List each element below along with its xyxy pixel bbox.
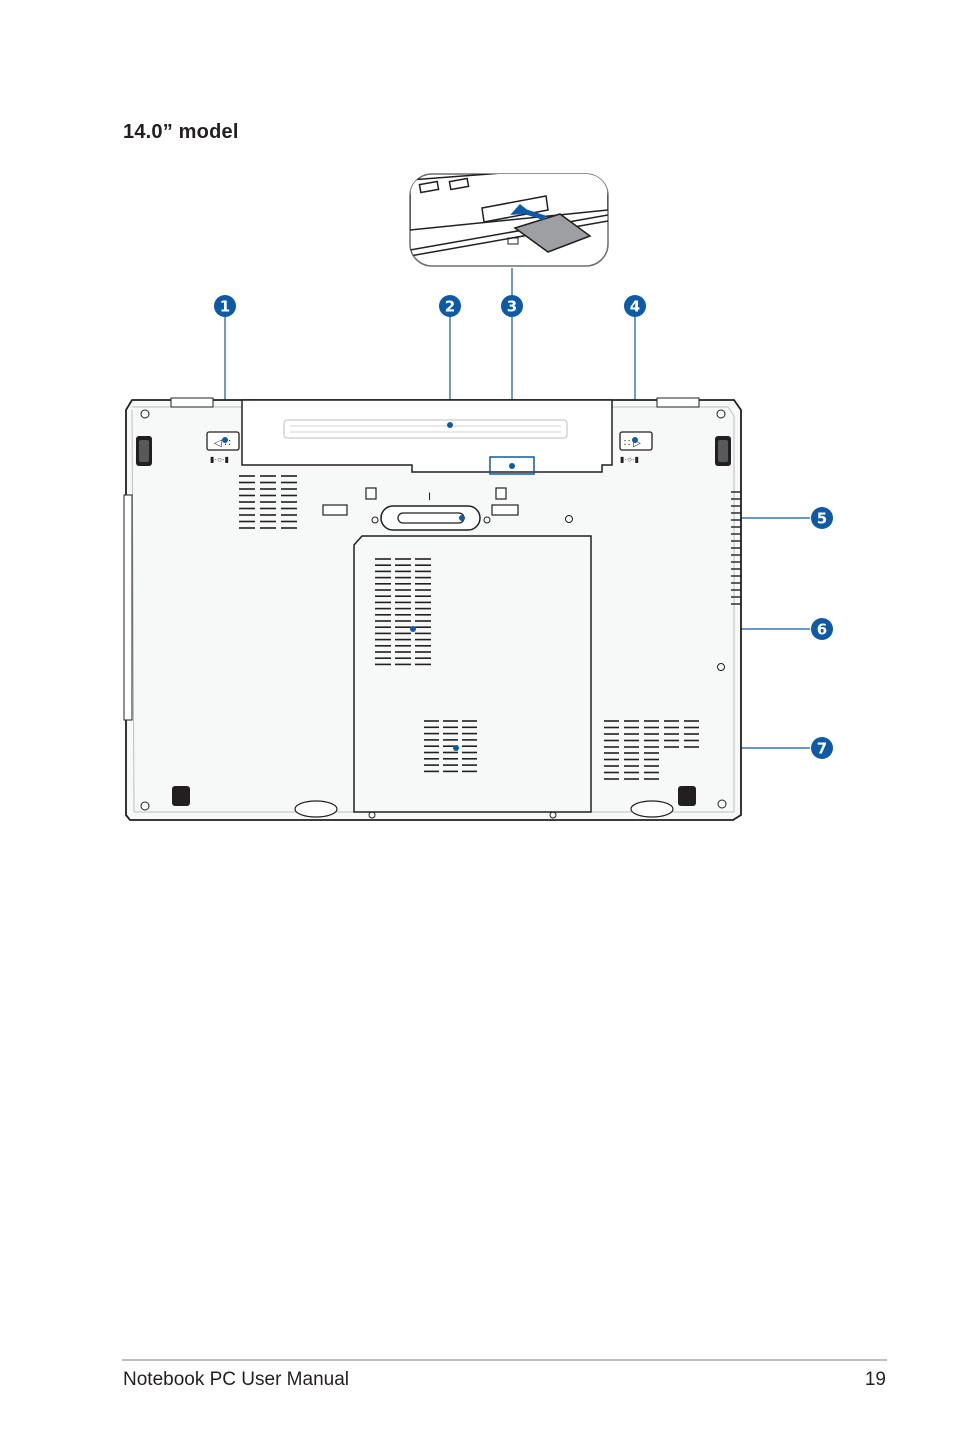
callout-7: 7 bbox=[453, 737, 833, 759]
section-title: 14.0” model bbox=[123, 121, 239, 143]
callout-4: 4 bbox=[624, 295, 646, 443]
callout-anchor-dot bbox=[509, 463, 515, 469]
callout-1: 1 bbox=[214, 295, 236, 443]
svg-text:I: I bbox=[428, 491, 431, 503]
footer-manual-title: Notebook PC User Manual bbox=[123, 1369, 349, 1390]
callout-number: 3 bbox=[507, 298, 517, 316]
callout-anchor-dot bbox=[632, 437, 638, 443]
callout-number: 5 bbox=[817, 510, 827, 528]
svg-text:▮·○·▮: ▮·○·▮ bbox=[210, 455, 229, 464]
card-insert-inset bbox=[409, 173, 609, 267]
callout-number: 7 bbox=[817, 740, 827, 758]
callout-5: 5 bbox=[459, 507, 833, 529]
callout-anchor-dot bbox=[459, 515, 465, 521]
callout-anchor-dot bbox=[453, 745, 459, 751]
callout-anchor-dot bbox=[447, 422, 453, 428]
callout-markers: 1 2 3 4 5 6 7 bbox=[214, 295, 833, 759]
callout-2: 2 bbox=[439, 295, 461, 428]
svg-text:◁ ∷: ◁ ∷ bbox=[214, 438, 231, 449]
svg-text:∷ ▷: ∷ ▷ bbox=[624, 438, 641, 449]
callout-anchor-dot bbox=[222, 437, 228, 443]
notebook-bottom-diagram: ◁ ∷ ▮·○·▮ ∷ ▷ ▮·○·▮ I bbox=[123, 173, 833, 821]
footer-page-number: 19 bbox=[864, 1369, 886, 1390]
callout-anchor-dot bbox=[410, 626, 416, 632]
callout-number: 4 bbox=[630, 298, 640, 316]
svg-text:▮·○·▮: ▮·○·▮ bbox=[620, 455, 639, 464]
notebook-body: ◁ ∷ ▮·○·▮ ∷ ▷ ▮·○·▮ I bbox=[123, 397, 742, 821]
callout-number: 1 bbox=[220, 298, 230, 316]
callout-6: 6 bbox=[410, 618, 833, 640]
callout-number: 6 bbox=[817, 621, 827, 639]
callout-number: 2 bbox=[445, 298, 455, 316]
callout-3: 3 bbox=[501, 295, 523, 469]
footer-rule bbox=[122, 1359, 887, 1361]
